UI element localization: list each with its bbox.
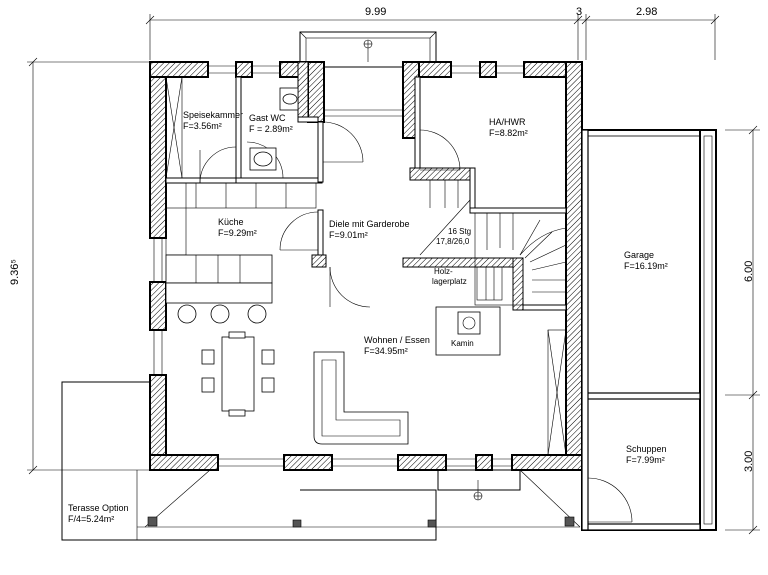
- dining-table: [201, 331, 275, 417]
- room-name-terrasse: Terasse Option: [68, 503, 129, 513]
- room-area-kueche: F=9.29m²: [218, 228, 257, 238]
- room-labels: Speisekammer F=3.56m² Gast WC F = 2.89m²…: [68, 110, 668, 524]
- garage-structure: [581, 129, 717, 531]
- room-area-wohnen: F=34.95m²: [364, 346, 408, 356]
- room-name-wohnen: Wohnen / Essen: [364, 335, 430, 345]
- windows: [153, 65, 524, 467]
- room-name-schuppen: Schuppen: [626, 444, 667, 454]
- dim-right-lower: 3.00: [743, 451, 755, 472]
- terrace-outline: [61, 381, 581, 541]
- stairs-steps-label: 16 Stg: [448, 227, 471, 236]
- dim-top-right: 2.98: [636, 6, 657, 18]
- room-name-gast-wc: Gast WC: [249, 113, 286, 123]
- living-wardrobe: [547, 329, 567, 456]
- wc-fixtures: [249, 87, 299, 171]
- wood-storage-label-1: Holz-: [434, 267, 453, 276]
- outer-walls: [149, 61, 583, 471]
- stairs-ratio-label: 17,8/26,0: [436, 237, 470, 246]
- dimension-lines: [27, 14, 760, 535]
- room-area-diele: F=9.01m²: [329, 230, 368, 240]
- entrance-canopy: [299, 31, 437, 68]
- fireplace-label: Kamin: [451, 339, 474, 348]
- room-name-garage: Garage: [624, 250, 654, 260]
- room-name-kueche: Küche: [218, 217, 244, 227]
- pantry-shelves: [165, 76, 183, 179]
- room-area-garage: F=16.19m²: [624, 261, 668, 271]
- staircase: [419, 179, 567, 306]
- dim-right-upper: 6.00: [743, 261, 755, 282]
- room-name-diele: Diele mit Garderobe: [329, 219, 410, 229]
- kitchen-counters: [165, 182, 317, 324]
- dim-top-left: 9.99: [365, 6, 386, 18]
- fireplace: [435, 266, 503, 356]
- room-area-schuppen: F=7.99m²: [626, 455, 665, 465]
- room-area-terrasse: F/4=5.24m²: [68, 514, 114, 524]
- dim-top-mid: 3: [576, 6, 582, 18]
- interior-walls: [165, 61, 567, 311]
- room-name-ha-hwr: HA/HWR: [489, 117, 526, 127]
- room-area-gast-wc: F = 2.89m²: [249, 124, 293, 134]
- dim-left: 9.36⁵: [9, 259, 21, 285]
- wood-storage-label-2: lagerplatz: [432, 277, 467, 286]
- sofa: [313, 351, 409, 445]
- room-area-speisekammer: F=3.56m²: [183, 121, 222, 131]
- room-name-speisekammer: Speisekammer: [183, 110, 243, 120]
- room-area-ha-hwr: F=8.82m²: [489, 128, 528, 138]
